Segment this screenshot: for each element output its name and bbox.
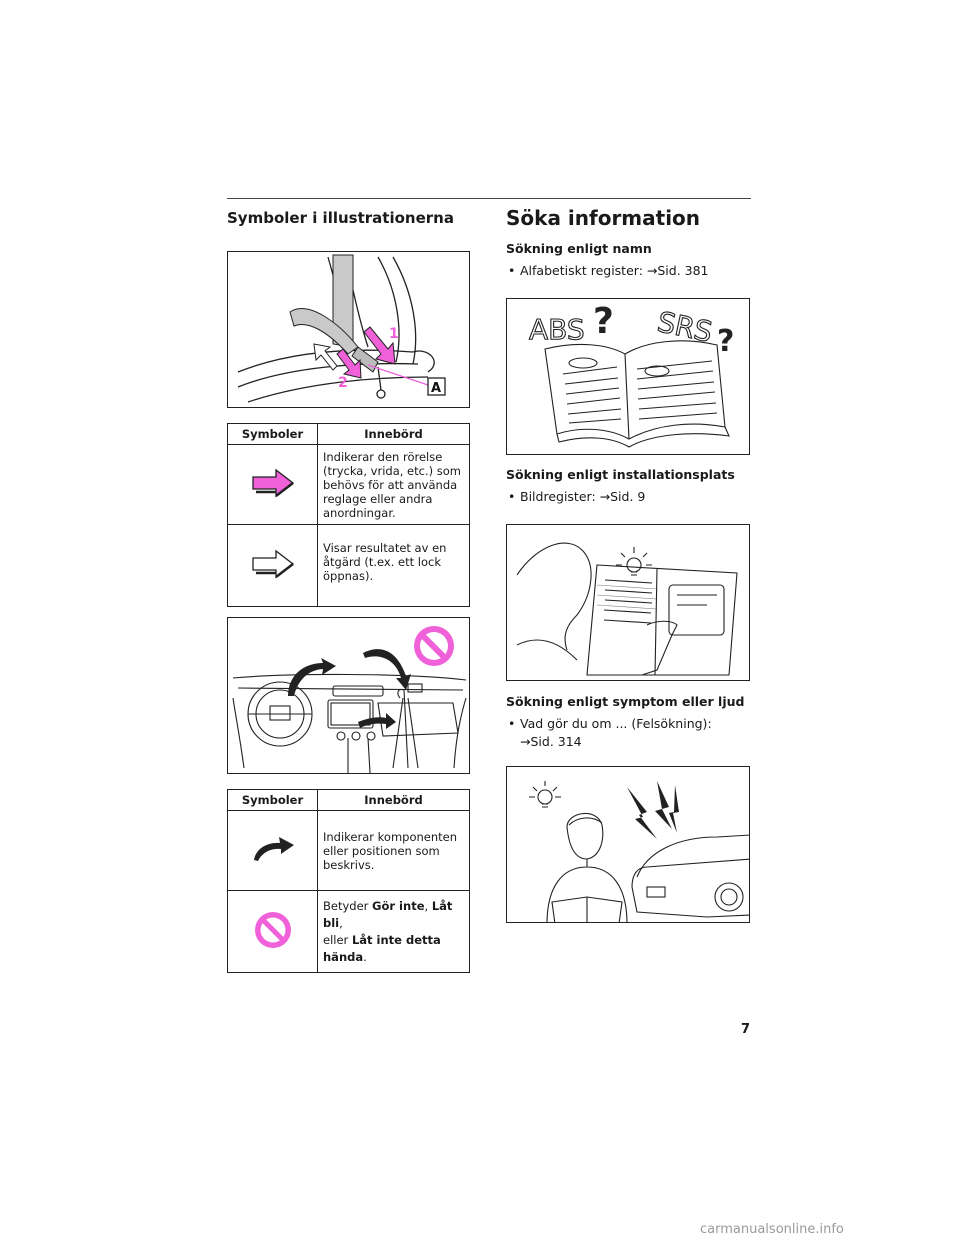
col-header-meaning: Innebörd — [317, 789, 470, 811]
curved-arrow-icon — [253, 837, 294, 861]
outline-arrow-icon — [251, 549, 294, 579]
prohibition-icon — [254, 912, 291, 948]
symbol-table-1: Symboler Innebörd Indikerar den rörelse … — [227, 423, 470, 607]
reading-illustration — [506, 524, 750, 681]
bullet-troubleshooting: •Vad gör du om ... (Felsökning): →Sid. 3… — [508, 716, 712, 749]
label-a: A — [431, 381, 441, 396]
col-header-meaning: Innebörd — [317, 423, 470, 445]
dashboard-drawing — [232, 626, 467, 773]
label-1: 1 — [389, 326, 399, 342]
symptom-illustration — [506, 766, 750, 923]
table2-row1-meaning: Indikerar komponenten eller positionen s… — [317, 810, 470, 891]
col-header-symbols: Symboler — [227, 423, 318, 445]
heading-search-by-symptom: Sökning enligt symptom eller ljud — [506, 694, 745, 709]
dashboard-illustration — [227, 617, 470, 774]
open-book-drawing: ABS ? SRS ? — [528, 301, 734, 448]
abs-text: ABS — [529, 313, 585, 346]
heading-search-by-location: Sökning enligt installationsplats — [506, 467, 735, 482]
heading-search-by-name: Sökning enligt namn — [506, 241, 652, 256]
seat-belt-illustration: 1 2 A — [227, 251, 470, 408]
filled-arrow-icon — [251, 468, 294, 498]
symbol-table-2: Symboler Innebörd Indikerar komponenten … — [227, 789, 470, 973]
question-mark-1: ? — [593, 301, 614, 342]
table1-row1-meaning: Indikerar den rörelse (trycka, vrida, et… — [317, 444, 470, 525]
label-2: 2 — [338, 375, 348, 391]
question-mark-2: ? — [717, 324, 734, 359]
page-number: 7 — [741, 1022, 751, 1037]
section-title-symbols: Symboler i illustrationerna — [227, 209, 454, 227]
watermark: carmanualsonline.info — [700, 1222, 844, 1237]
table1-row2-meaning: Visar resultatet av en åtgärd (t.ex. ett… — [317, 524, 470, 607]
table2-row2-meaning: Betyder Gör inte, Låt bli, eller Låt int… — [317, 890, 470, 973]
section-title-search: Söka information — [506, 206, 701, 230]
col-header-symbols: Symboler — [227, 789, 318, 811]
person-reading-drawing — [516, 542, 738, 676]
man-car-drawing — [529, 781, 749, 922]
bullet-picture-index: •Bildregister: →Sid. 9 — [508, 489, 646, 504]
top-rule — [227, 198, 751, 199]
seat-belt-drawing: 1 2 A — [237, 254, 446, 403]
bullet-alphabetical-index: •Alfabetiskt register: →Sid. 381 — [508, 263, 709, 278]
book-illustration: ABS ? SRS ? — [506, 298, 750, 455]
